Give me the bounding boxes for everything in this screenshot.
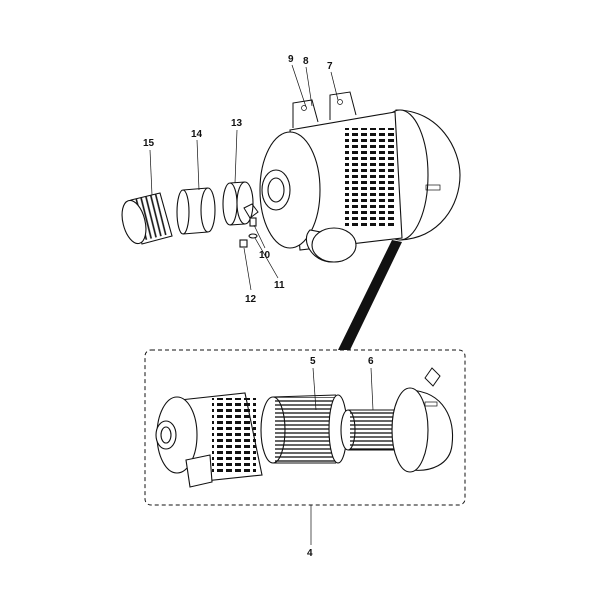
detail-filter-housing bbox=[155, 392, 263, 488]
callout-11: 11 bbox=[274, 280, 285, 291]
air-cleaner-housing bbox=[259, 91, 461, 263]
leader-lines bbox=[149, 64, 374, 545]
callout-6: 6 bbox=[368, 356, 374, 367]
callout-10: 10 bbox=[259, 250, 271, 261]
callout-4: 4 bbox=[307, 548, 313, 559]
part-13-clamp bbox=[222, 181, 259, 226]
callout-14: 14 bbox=[191, 129, 203, 140]
part-11-washer bbox=[248, 233, 258, 239]
detail-connector bbox=[338, 240, 402, 350]
callout-13: 13 bbox=[231, 118, 243, 129]
detail-box bbox=[144, 349, 466, 506]
part-14-band-ring bbox=[176, 187, 216, 235]
callout-7: 7 bbox=[327, 61, 333, 72]
callout-12: 12 bbox=[245, 294, 257, 305]
part-10-bolt bbox=[249, 217, 257, 227]
detail-safety-element bbox=[340, 409, 396, 451]
detail-rear-cap bbox=[391, 367, 454, 473]
detail-primary-element bbox=[260, 394, 348, 464]
callout-15: 15 bbox=[143, 138, 155, 149]
callout-9: 9 bbox=[288, 54, 294, 65]
part-12-nut bbox=[239, 239, 248, 248]
part-15-precleaner-sleeve bbox=[121, 192, 173, 245]
callout-5: 5 bbox=[310, 356, 316, 367]
callout-8: 8 bbox=[303, 56, 309, 67]
